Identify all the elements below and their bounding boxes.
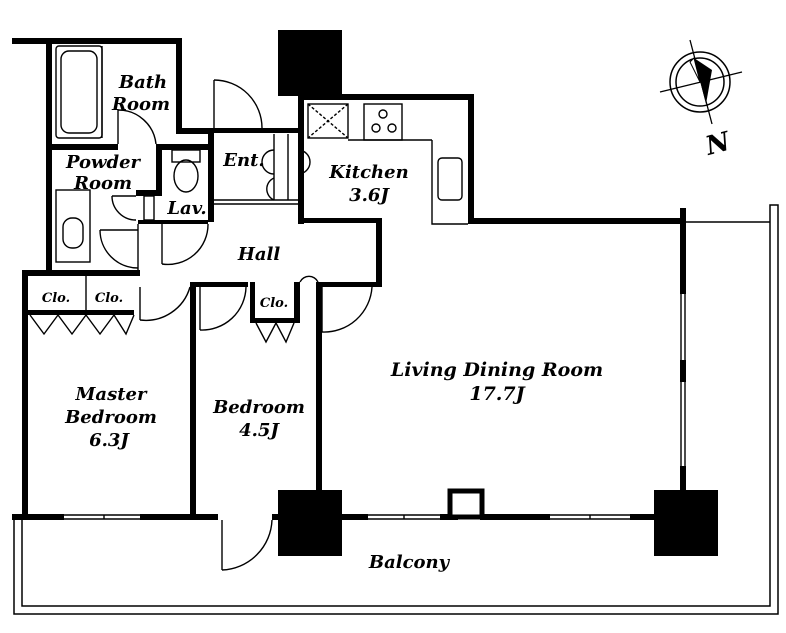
kitchen-label-2: 3.6J <box>349 185 390 206</box>
bath-label-2: Room <box>111 94 170 115</box>
master-bedroom-label-2: Bedroom <box>64 407 157 428</box>
master-bedroom-label-3: 6.3J <box>89 430 130 451</box>
bedroom-label-1: Bedroom <box>212 397 305 418</box>
clo-master-2-label: Clo. <box>95 291 123 306</box>
lav-label: Lav. <box>166 198 206 219</box>
powder-label-2: Room <box>73 173 132 194</box>
doors <box>99 79 373 571</box>
compass-north-label: N <box>702 126 735 162</box>
ent-label: Ent. <box>222 150 264 171</box>
living-dining-label-2: 17.7J <box>469 383 526 405</box>
clo-master-1-label: Clo. <box>42 291 70 306</box>
walls <box>12 30 718 556</box>
balcony-outline <box>13 204 779 615</box>
bedroom-label-2: 4.5J <box>239 420 280 441</box>
powder-label-1: Powder <box>65 152 142 173</box>
interior-lines <box>29 45 686 520</box>
bath-label-1: Bath <box>118 72 167 93</box>
compass-icon <box>659 39 743 125</box>
kitchen-label-1: Kitchen <box>328 162 408 183</box>
living-dining-label-1: Living Dining Room <box>390 359 603 381</box>
master-bedroom-label-1: Master <box>75 384 148 405</box>
clo-bedroom-label: Clo. <box>260 296 288 311</box>
hall-label: Hall <box>237 244 281 265</box>
balcony-label: Balcony <box>368 552 451 573</box>
